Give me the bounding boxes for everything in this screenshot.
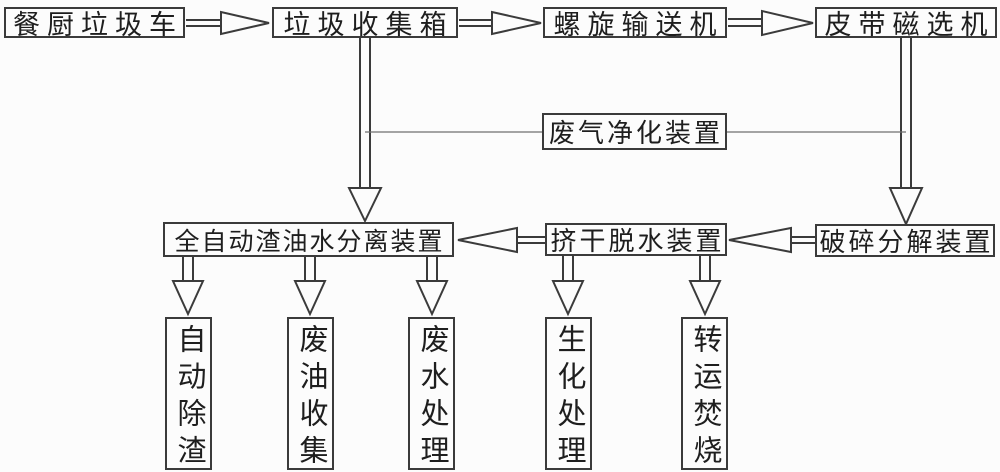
node-dewatering-unit-label: 挤干脱水装置 — [550, 227, 725, 256]
arrow-crusher-to-dewatering — [728, 226, 815, 254]
node-gas-purifier: 废气净化装置 — [542, 113, 727, 150]
node-waste-water-treatment-label: 废水处理 — [416, 323, 448, 472]
arrow-dewatering-to-transfer-incineration — [688, 256, 722, 317]
node-auto-deslagging: 自动除渣 — [165, 317, 212, 472]
node-waste-oil-collection: 废油收集 — [287, 317, 334, 472]
node-oil-water-separator-label: 全自动渣油水分离装置 — [174, 228, 445, 256]
node-screw-conveyor-label: 螺旋输送机 — [553, 10, 724, 40]
arrow-screw-conveyor-to-belt-separator — [728, 9, 814, 37]
arrow-dewatering-to-separator — [457, 226, 545, 254]
node-truck: 餐厨垃圾车 — [4, 7, 185, 40]
arrow-separator-to-waste-oil-collection — [293, 257, 327, 317]
node-collection-box-label: 垃圾收集箱 — [283, 10, 454, 40]
node-dewatering-unit: 挤干脱水装置 — [545, 223, 727, 256]
node-gas-purifier-label: 废气净化装置 — [548, 119, 723, 148]
node-crusher-label: 破碎分解装置 — [819, 228, 994, 257]
arrow-truck-to-collection-box — [186, 10, 270, 36]
node-belt-magnetic-separator: 皮带磁选机 — [815, 7, 997, 40]
node-crusher: 破碎分解装置 — [815, 224, 995, 257]
node-auto-deslagging-label: 自动除渣 — [173, 323, 205, 472]
node-transfer-incineration: 转运焚烧 — [681, 317, 728, 472]
arrow-collection-box-to-separator — [347, 38, 383, 224]
node-screw-conveyor: 螺旋输送机 — [543, 7, 727, 40]
node-belt-magnetic-separator-label: 皮带磁选机 — [824, 10, 995, 40]
node-biochemical-treatment: 生化处理 — [545, 317, 592, 472]
arrow-separator-to-auto-deslagging — [171, 257, 205, 317]
node-waste-water-treatment: 废水处理 — [408, 317, 455, 472]
arrow-dewatering-to-biochemical-treatment — [551, 256, 585, 317]
arrow-belt-separator-to-crusher — [888, 38, 924, 227]
node-biochemical-treatment-label: 生化处理 — [553, 323, 585, 472]
node-truck-label: 餐厨垃圾车 — [13, 10, 183, 40]
node-collection-box: 垃圾收集箱 — [272, 7, 458, 40]
arrow-separator-to-waste-water-treatment — [415, 257, 449, 317]
node-transfer-incineration-label: 转运焚烧 — [689, 323, 721, 472]
node-waste-oil-collection-label: 废油收集 — [295, 323, 327, 472]
node-oil-water-separator: 全自动渣油水分离装置 — [163, 222, 454, 257]
arrow-collection-box-to-screw-conveyor — [459, 10, 542, 36]
